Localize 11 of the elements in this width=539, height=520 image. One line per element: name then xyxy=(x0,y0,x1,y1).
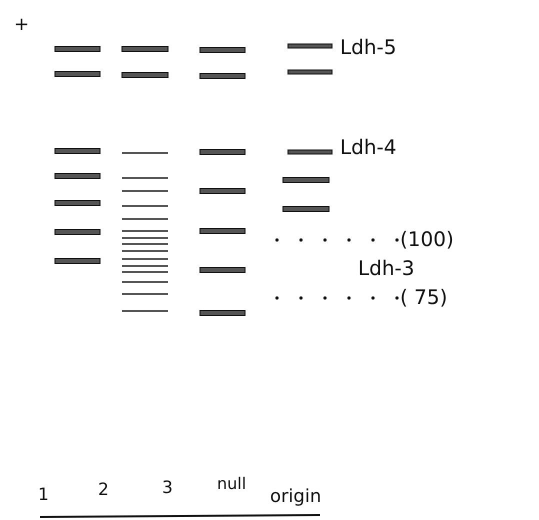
polarity-sign: + xyxy=(14,16,30,34)
mobility-value: ( 75) xyxy=(400,287,448,307)
origin-label: origin xyxy=(270,488,322,506)
lane-number: 2 xyxy=(98,482,109,499)
mobility-value: (100) xyxy=(400,229,454,249)
lane-number: null xyxy=(217,476,246,492)
isozyme-label: Ldh-4 xyxy=(340,137,396,157)
lane-number: 1 xyxy=(38,487,49,504)
isozyme-label: Ldh-3 xyxy=(358,258,414,278)
lane-number: 3 xyxy=(162,480,173,497)
isozyme-label: Ldh-5 xyxy=(340,37,396,57)
